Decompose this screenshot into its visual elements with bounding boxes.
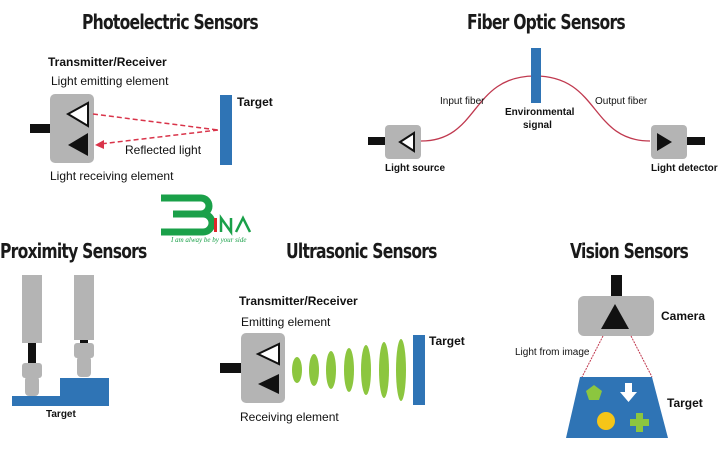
fiber-optic-title: Fiber Optic Sensors xyxy=(467,10,626,34)
sound-wave xyxy=(292,357,302,383)
ultra-target-label: Target xyxy=(429,334,465,348)
pentagon-shape xyxy=(586,385,602,400)
source-cable xyxy=(368,137,386,145)
logo-tagline: I am alway be by your side xyxy=(171,236,247,244)
light-from-image-label: Light from image xyxy=(515,347,590,358)
receiver-triangle-icon xyxy=(68,133,88,156)
prox-sensor-2-body xyxy=(74,275,94,340)
light-ray-right xyxy=(630,335,653,378)
environmental-signal-bar xyxy=(531,48,541,103)
vision-target-label: Target xyxy=(667,396,703,410)
photo-receiving-label: Light receiving element xyxy=(50,169,174,183)
sound-wave xyxy=(309,354,319,386)
ultra-cable xyxy=(220,363,242,373)
bina-logo xyxy=(161,194,252,236)
ultra-emitting-label: Emitting element xyxy=(241,315,331,329)
logo-n xyxy=(219,214,233,236)
ultra-receiver-icon xyxy=(258,374,279,394)
sound-wave xyxy=(379,342,389,398)
sound-wave xyxy=(344,348,354,392)
environmental-label: Environmental xyxy=(505,107,575,118)
sound-wave xyxy=(361,345,371,395)
photo-transmitter-label: Transmitter/Receiver xyxy=(48,55,167,69)
photo-target xyxy=(220,95,232,165)
prox-sensor-1-body xyxy=(22,275,42,343)
reflected-light-label: Reflected light xyxy=(125,143,202,157)
camera-mount xyxy=(611,275,622,297)
ultra-receiving-label: Receiving element xyxy=(240,410,339,424)
proximity-diagram xyxy=(12,275,109,406)
input-fiber-label: Input fiber xyxy=(440,96,485,107)
source-triangle-icon xyxy=(398,131,415,153)
camera-label: Camera xyxy=(661,309,706,323)
cross-shape xyxy=(630,413,649,432)
emitter-triangle-icon xyxy=(65,101,89,128)
ultra-target xyxy=(413,335,425,405)
logo-i xyxy=(214,218,217,232)
reflected-beam xyxy=(99,129,219,145)
sound-wave xyxy=(326,351,336,389)
arrow-down-shape xyxy=(620,383,637,402)
signal-label: signal xyxy=(523,120,552,131)
prox-sensor-2-head xyxy=(77,356,91,377)
detector-cable xyxy=(687,137,705,145)
ultra-transmitter-label: Transmitter/Receiver xyxy=(239,294,358,308)
prox-sensor-1-head xyxy=(25,376,39,396)
vision-target xyxy=(566,377,668,438)
prox-sensor-1-cable xyxy=(28,343,36,363)
camera-lens-icon xyxy=(601,304,629,329)
arrowhead-icon xyxy=(95,140,104,149)
prox-target-label: Target xyxy=(46,409,76,420)
photo-emitting-label: Light emitting element xyxy=(51,74,169,88)
photo-target-label: Target xyxy=(237,95,273,109)
logo-a xyxy=(234,215,252,233)
light-detector-label: Light detector xyxy=(651,163,718,174)
detector-triangle-icon xyxy=(657,133,672,151)
photoelectric-title: Photoelectric Sensors xyxy=(82,10,259,34)
ultrasonic-title: Ultrasonic Sensors xyxy=(286,239,437,263)
ultrasonic-diagram xyxy=(220,333,425,405)
vision-diagram xyxy=(566,275,668,438)
vision-title: Vision Sensors xyxy=(570,239,689,263)
photo-cable xyxy=(30,124,52,133)
sound-wave xyxy=(396,339,406,401)
photoelectric-diagram xyxy=(30,94,232,165)
output-fiber-label: Output fiber xyxy=(595,96,648,107)
circle-shape xyxy=(597,412,615,430)
proximity-title: Proximity Sensors xyxy=(0,239,147,263)
logo-b-glyph xyxy=(161,194,216,236)
ultra-emitter-icon xyxy=(255,342,280,366)
light-ray-left xyxy=(581,335,604,378)
emitted-beam xyxy=(92,113,219,131)
light-source-label: Light source xyxy=(385,163,446,174)
prox-target xyxy=(12,378,109,406)
fiber-optic-diagram xyxy=(368,48,705,159)
